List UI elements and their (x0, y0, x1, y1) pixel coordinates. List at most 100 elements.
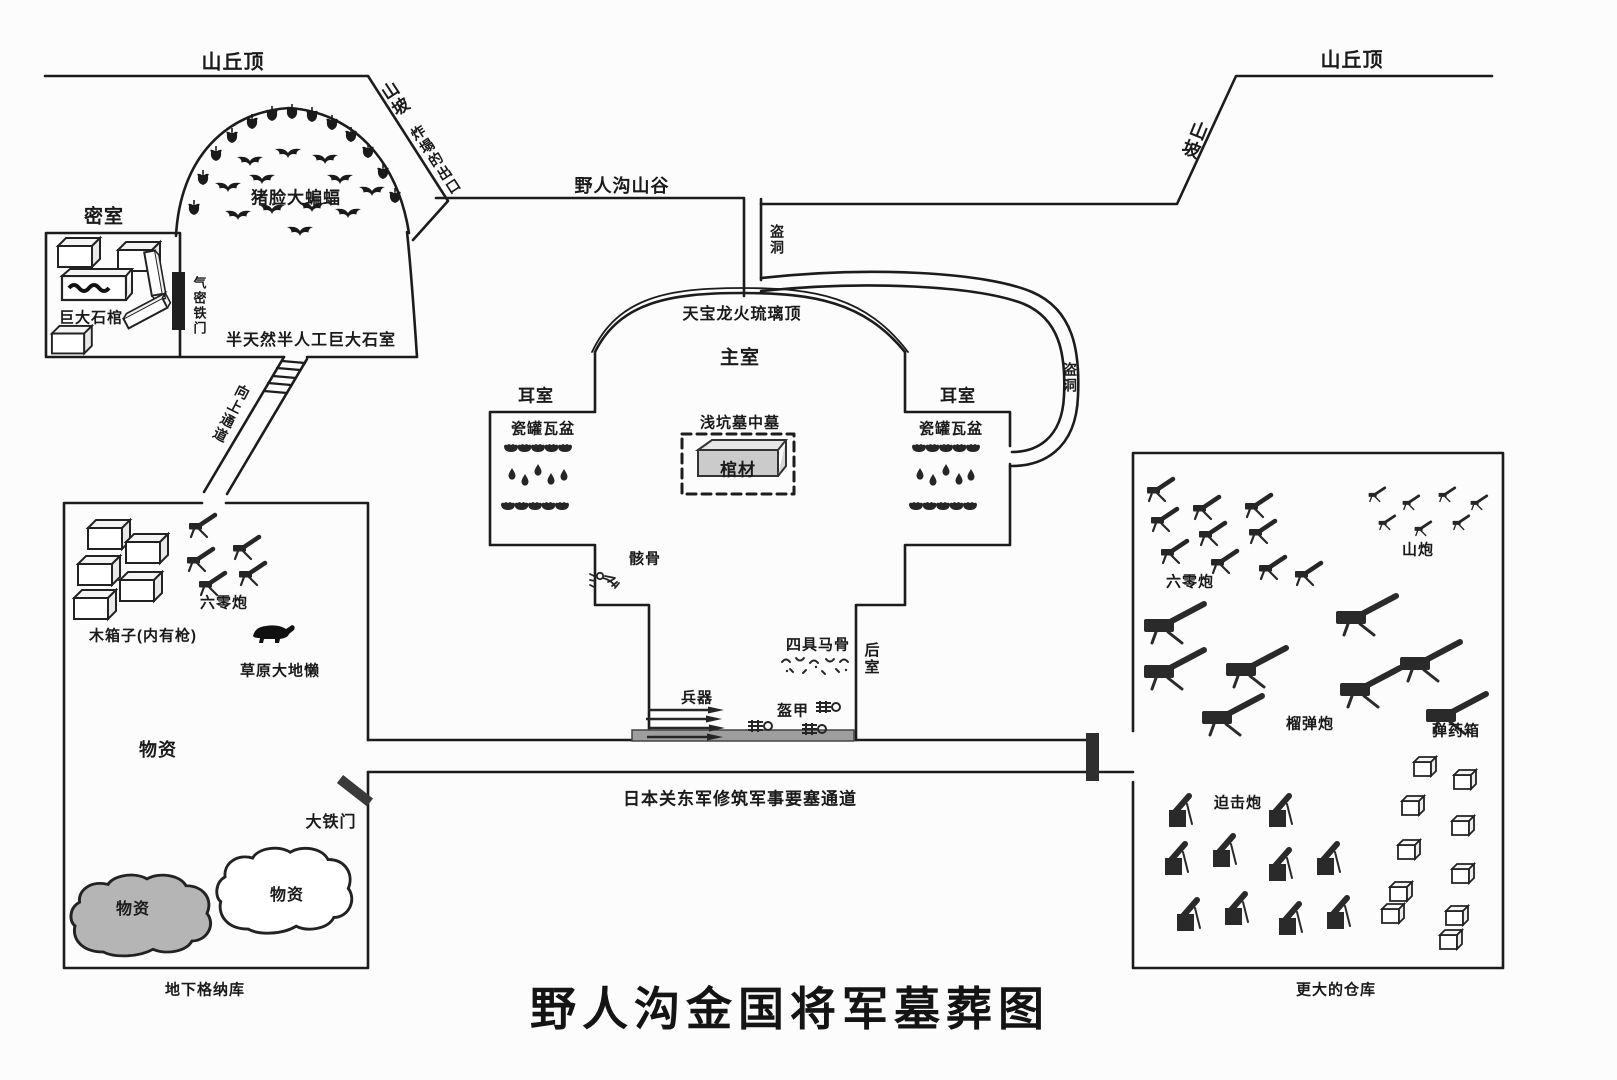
slab-icon (143, 249, 168, 302)
pot-icon (936, 502, 950, 510)
iron-door-label: 气密铁门 (191, 276, 207, 336)
robber-tunnel-curved-inner (759, 284, 1066, 454)
robber-tunnel-2-label: 盗洞 (1062, 362, 1078, 394)
pot-icon (952, 444, 967, 452)
ammo-boxes-label: 弹药箱 (1431, 722, 1481, 740)
gate-icon-right (1086, 733, 1099, 781)
jar-icon (967, 469, 975, 481)
tomb-dome-arc (593, 291, 907, 354)
crate-icon (125, 533, 169, 564)
howitzer-icon (1144, 604, 1204, 643)
howitzer-icon (1202, 696, 1262, 735)
tomb-left-walls (488, 350, 651, 742)
mortar-icon (1213, 836, 1236, 867)
bat-icon (215, 182, 241, 192)
pot-icon (531, 444, 545, 452)
ladder-icon (262, 359, 307, 395)
pot-icon (966, 444, 980, 452)
howitzer-icon (1400, 642, 1460, 681)
field-gun-icon (1211, 551, 1237, 573)
field-gun-icon (189, 515, 215, 537)
field-gun-icon (1199, 523, 1225, 545)
pot-icon (544, 444, 559, 452)
field-gun-icon (1437, 486, 1457, 503)
ammo-box-icon (1453, 769, 1477, 790)
jar-icon (521, 474, 529, 486)
ammo-box-icon (1451, 815, 1475, 836)
corridor-lines (366, 738, 1135, 774)
warehouse-caption: 更大的仓库 (1295, 981, 1377, 999)
stone-coffin-label: 巨大石棺 (58, 309, 124, 327)
pot-icon (504, 444, 518, 452)
armor-icon (747, 719, 773, 733)
field-gun-icon (1451, 514, 1471, 531)
iron-gate-label: 大铁门 (305, 814, 357, 831)
mortar-icon (1177, 900, 1200, 931)
stone-chamber-label: 半天然半人工巨大石室 (225, 332, 397, 349)
crates-label: 木箱子(内有枪) (89, 627, 197, 645)
gate-icon (336, 775, 374, 807)
bat-icon (275, 148, 301, 158)
bat-icon (312, 154, 338, 164)
jar-icon (929, 474, 937, 486)
ground-sloth-label: 草原大地懒 (239, 662, 321, 680)
bones-icon (781, 657, 849, 675)
crate-icon (50, 324, 93, 355)
door-icon (172, 272, 185, 330)
skeleton-label: 骸骨 (628, 550, 662, 568)
hanging-bat-icon (361, 142, 375, 159)
field-gun-icon (1245, 495, 1271, 517)
field-gun-icon (1147, 479, 1173, 501)
field-gun-icon (187, 549, 213, 571)
field-gun-icon (1469, 494, 1489, 511)
crate-icon (87, 519, 131, 550)
stone-chamber-walls (179, 230, 419, 359)
mortar-icon (1317, 844, 1340, 875)
robber-tunnel-curved-outer (759, 270, 1080, 468)
armor-icon (815, 700, 841, 714)
main-chamber-label: 主室 (719, 347, 761, 369)
mortar-icon (1269, 796, 1292, 827)
jar-icon (916, 468, 924, 480)
hanging-bat-icon (344, 126, 358, 143)
bat-cave-dome (174, 106, 411, 238)
armor-icon (801, 722, 827, 736)
hanging-bat-icon (225, 127, 239, 144)
bat-icon (225, 210, 251, 220)
jar-icon (547, 473, 555, 485)
coffin-label: 棺材 (720, 460, 756, 480)
jar-icon (534, 464, 542, 476)
field-gun-icon (1259, 557, 1285, 579)
rear-chamber-label: 后室 (862, 642, 880, 676)
secret-room-label: 密室 (83, 206, 125, 228)
sloth-icon (253, 625, 295, 643)
jar-icon (942, 464, 950, 476)
robber-tunnel-vertical (742, 197, 763, 298)
tomb-right-walls (854, 350, 1012, 742)
tomb-dome-arc2 (591, 287, 909, 353)
field-gun-icon (1413, 520, 1433, 537)
field-gun-icon (239, 563, 265, 585)
bat-icon (287, 226, 313, 236)
supplies-b-label: 物资 (269, 887, 305, 904)
hanging-bat-icon (196, 169, 210, 186)
robber-tunnel-1-label: 盗洞 (769, 224, 785, 256)
mortar-icon (1327, 898, 1350, 929)
pot-icon (939, 444, 953, 452)
jar-icon (508, 468, 516, 480)
hanging-bat-icon (376, 163, 390, 180)
jar-icon (955, 473, 963, 485)
pot-icon (517, 444, 532, 452)
pot-icon (528, 502, 542, 510)
field-gun-icon (1377, 514, 1397, 531)
pot-icon (541, 502, 556, 510)
rear-floor-bar (631, 729, 855, 742)
ammo-box-icon (1381, 903, 1405, 924)
bat-icon (237, 156, 263, 166)
warehouse-outline (1131, 451, 1505, 970)
pots-right-label: 瓷罐瓦盆 (918, 420, 984, 438)
pot-icon (912, 444, 926, 452)
pot-icon (925, 444, 940, 452)
mountain-gun-label: 山炮 (1401, 541, 1435, 559)
pot-icon (555, 502, 569, 510)
